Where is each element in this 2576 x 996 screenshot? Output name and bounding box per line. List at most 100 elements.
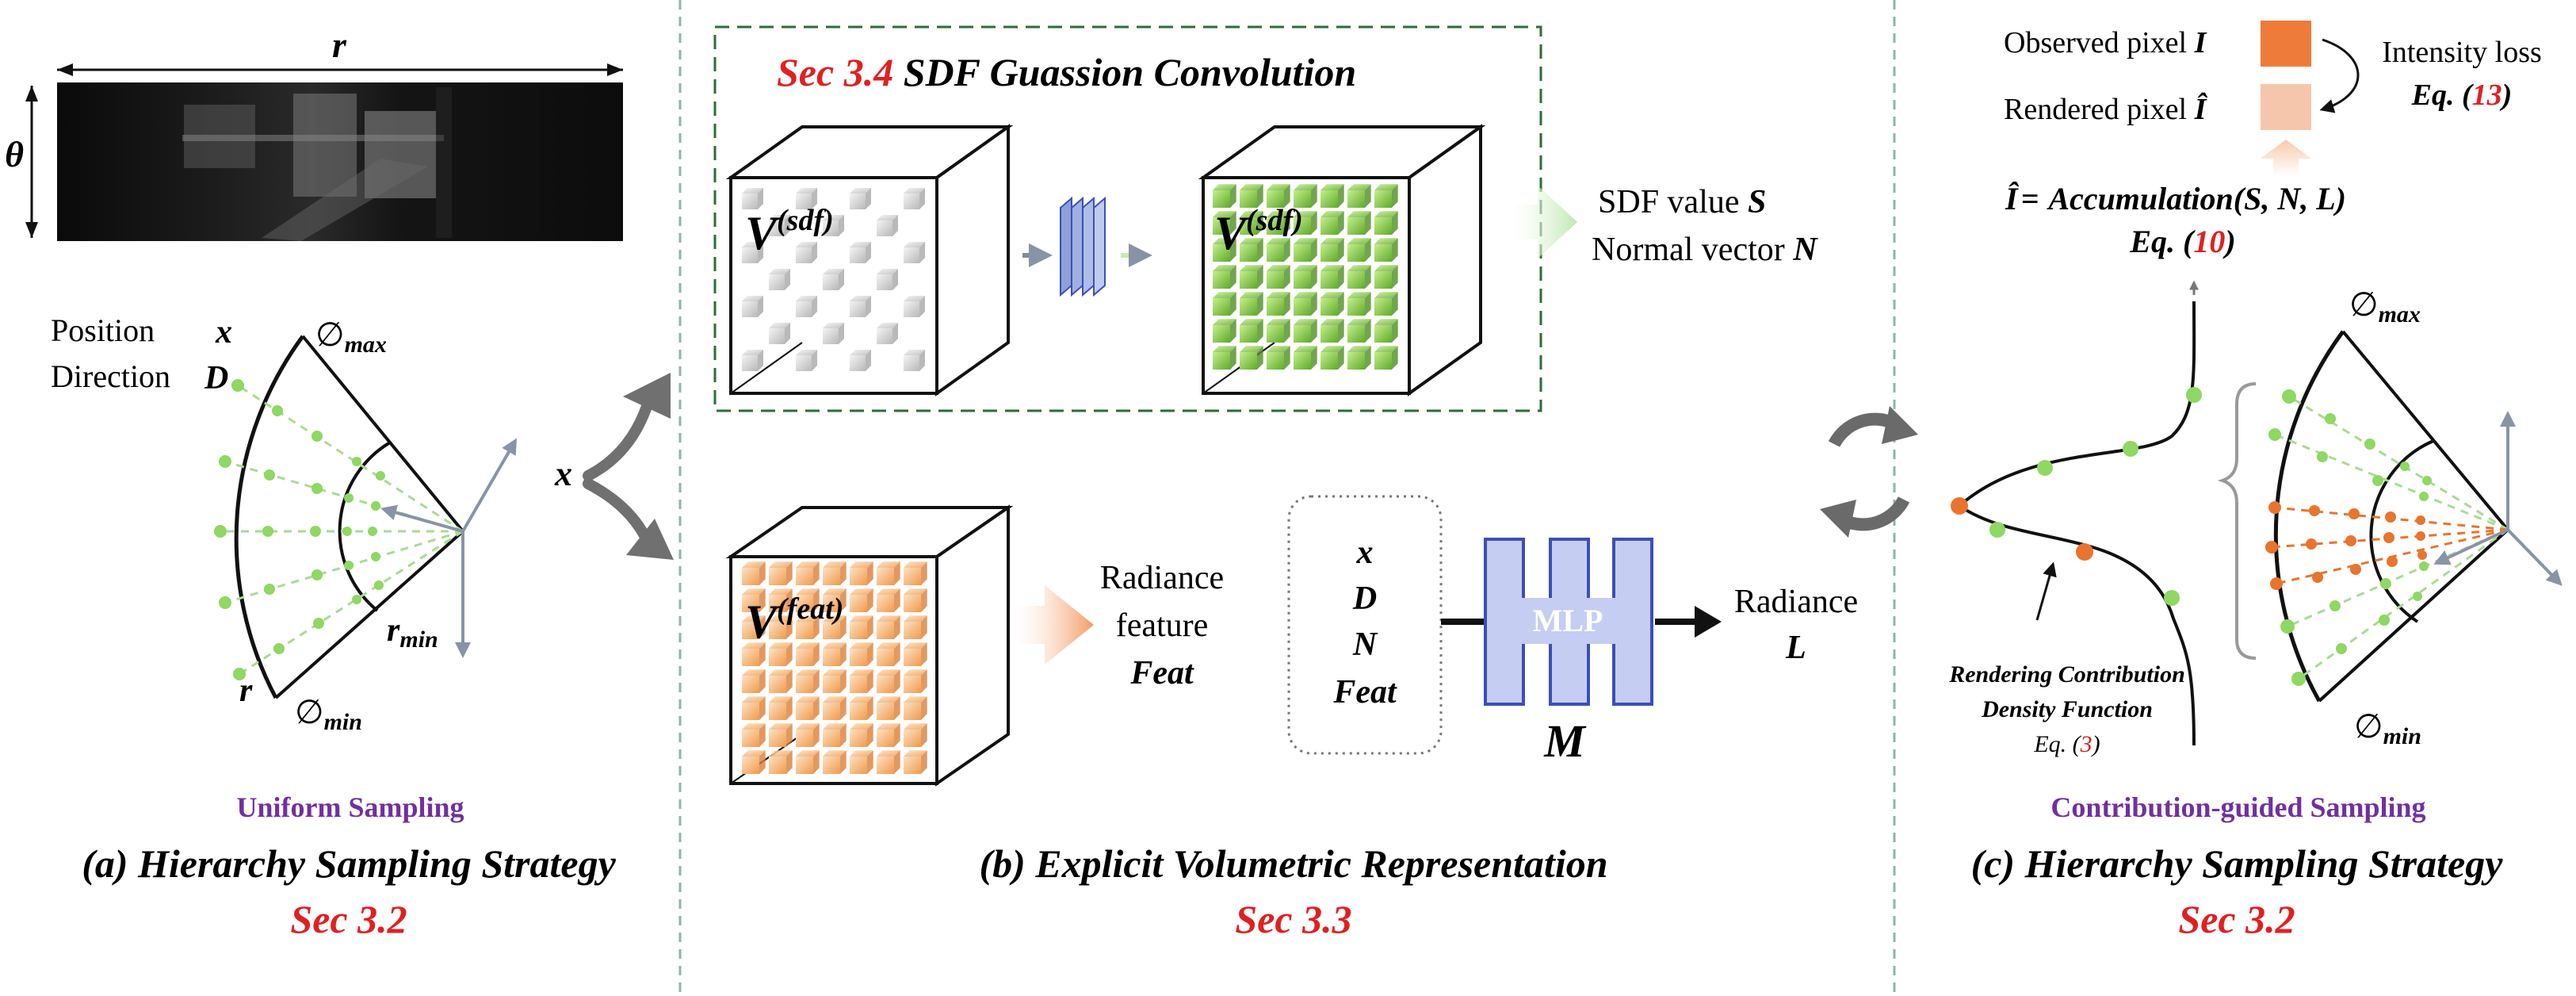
voxel-cubelet <box>1320 319 1344 325</box>
voxel-cubelet <box>1374 217 1392 235</box>
voxel-cubelet <box>796 622 813 639</box>
radiance-label: Radiance <box>1734 584 1858 620</box>
voxel-cubelet <box>904 750 927 757</box>
voxel-cubelet <box>850 703 867 720</box>
voxel-cubelet <box>786 723 793 747</box>
voxel-cubelet <box>850 622 867 639</box>
voxel-cubelet <box>813 696 820 720</box>
voxel-cubelet <box>1257 265 1263 289</box>
voxel-cubelet <box>904 730 921 747</box>
voxel-cubelet <box>1213 319 1236 325</box>
voxel-cubelet <box>850 730 867 747</box>
voxel-cubelet <box>742 193 758 209</box>
voxel-cubelet <box>1230 346 1236 370</box>
voxel-cubelet <box>1347 271 1365 289</box>
voxel-cubelet <box>742 247 758 263</box>
voxel-cubelet <box>769 274 785 290</box>
voxel-cubelet <box>785 323 790 344</box>
voxel-cubelet <box>796 595 813 612</box>
voxel-cubelet <box>919 188 925 209</box>
voxel-cubelet <box>1392 238 1398 262</box>
sonar-image <box>57 82 623 241</box>
voxel-cubelet <box>904 649 921 666</box>
voxel-cubelet <box>813 750 820 774</box>
voxel-cubelet <box>1365 265 1371 289</box>
position-var: x <box>215 314 232 351</box>
voxel-cubelet <box>1392 184 1398 208</box>
voxel-cubelet <box>1347 325 1365 343</box>
voxel-cubelet <box>823 595 840 612</box>
panel-c: Observed pixel I Rendered pixel Î Intens… <box>1820 21 2563 941</box>
normal-vector-label: Normal vector N <box>1592 232 1818 268</box>
voxel-cubelet <box>1338 238 1344 262</box>
voxel-cubelet <box>796 242 817 247</box>
voxel-cubelet <box>877 323 898 328</box>
direction-var: D <box>204 360 228 396</box>
sample-brace <box>2217 382 2257 660</box>
voxel-cubelet <box>850 669 873 676</box>
voxel-cubelet <box>1267 211 1290 217</box>
voxel-cubelet <box>769 269 790 274</box>
voxel-cubelet <box>786 561 793 585</box>
voxel-cubelet <box>877 723 900 730</box>
voxel-cubelet <box>813 615 820 639</box>
voxel-cubelet <box>1267 271 1284 289</box>
voxel-cubelet <box>759 642 766 666</box>
voxel-cubelet <box>894 669 900 693</box>
voxel-cubelet <box>1284 265 1290 289</box>
voxel-cubelet <box>823 215 844 220</box>
voxel-cubelet <box>850 649 867 666</box>
density-curve <box>1951 280 2202 746</box>
voxel-cubelet <box>904 703 921 720</box>
voxel-cubelet <box>850 568 867 585</box>
voxel-cubelet <box>904 561 927 568</box>
voxel-cubelet <box>1267 217 1284 235</box>
panel-b: Sec 3.4 SDF Guassion Convolution V(sdf) <box>713 25 1858 941</box>
voxel-cubelet <box>1347 292 1371 298</box>
voxel-cubelet <box>840 642 847 666</box>
voxel-cubelet <box>796 247 812 263</box>
voxel-cubelet <box>867 588 873 612</box>
voxel-cubelet <box>1294 346 1317 352</box>
voxel-cubelet <box>867 723 873 747</box>
voxel-cubelet <box>866 296 871 317</box>
voxel-cubelet <box>921 561 927 585</box>
voxel-cubelet <box>877 757 894 774</box>
r-min-a: rmin <box>387 612 438 653</box>
voxel-cubelet <box>1284 238 1290 262</box>
voxel-cubelet <box>921 750 927 774</box>
voxel-cubelet <box>1294 298 1311 316</box>
voxel-cubelet <box>1267 265 1290 271</box>
voxel-cubelet <box>759 588 766 612</box>
voxel-cubelet <box>796 561 820 568</box>
voxel-cubelet <box>877 328 892 344</box>
voxel-cubelet <box>1240 265 1263 271</box>
voxel-cubelet <box>742 595 759 612</box>
voxel-cubelet <box>904 642 927 649</box>
voxel-cubelet <box>1257 346 1263 370</box>
r-axis-label: r <box>332 25 347 65</box>
voxel-cubelet <box>812 188 817 209</box>
voxel-cubelet <box>877 750 900 757</box>
voxel-cubelet <box>742 642 766 649</box>
voxel-cubelet <box>759 696 766 720</box>
voxel-cubelet <box>877 274 892 290</box>
voxel-cubelet <box>1284 346 1290 370</box>
loss-arrow <box>2319 38 2360 113</box>
voxel-cubelet <box>919 296 925 317</box>
voxel-cubelet <box>769 595 786 612</box>
voxel-cubelet <box>840 588 847 612</box>
panel-a: r θ Position x Direction D <box>5 25 674 941</box>
voxel-cubelet <box>1320 325 1338 343</box>
voxel-cubelet <box>1213 217 1230 235</box>
voxel-cubelet <box>796 301 812 317</box>
voxel-cubelet <box>1213 211 1236 217</box>
voxel-cubelet <box>1374 319 1398 325</box>
voxel-cubelet <box>823 757 840 774</box>
voxel-cubelet <box>823 274 839 290</box>
voxel-cubelet <box>1267 244 1284 262</box>
voxel-cubelet <box>1392 265 1398 289</box>
voxel-cubelet <box>769 642 793 649</box>
voxel-cubelet <box>742 588 766 595</box>
voxel-cubelet <box>904 350 925 355</box>
